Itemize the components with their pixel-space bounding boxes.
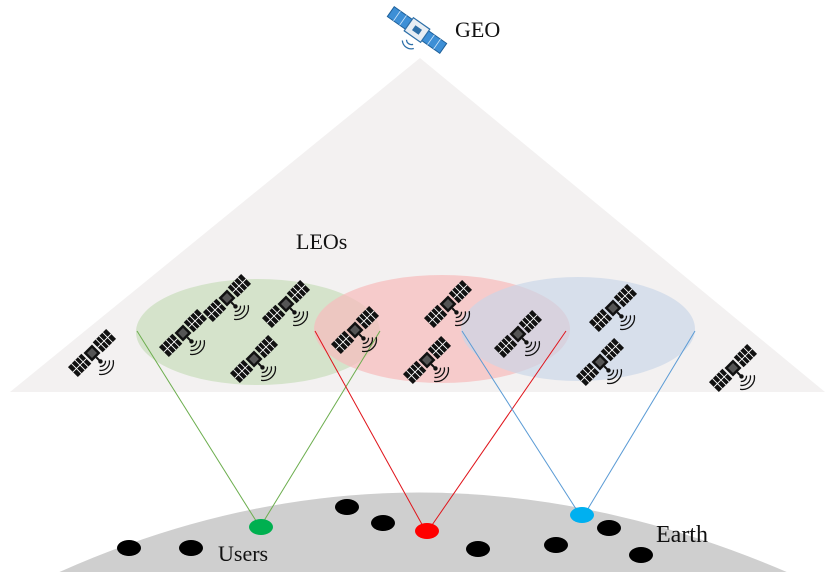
user-terminal-icon: [335, 499, 359, 515]
user-terminal-red: [415, 523, 439, 539]
user-terminal-blue: [570, 507, 594, 523]
leos-label: LEOs: [296, 229, 347, 254]
user-terminal-icon: [466, 541, 490, 557]
beam-red: [314, 330, 567, 529]
user-terminal-icon: [117, 540, 141, 556]
user-terminal-icon: [371, 515, 395, 531]
beam-green: [136, 330, 381, 525]
geo-satellite-icon: [378, 4, 449, 66]
user-terminal-icon: [597, 520, 621, 536]
leo-cluster-green: [136, 279, 380, 385]
leo-cluster-blue: [461, 277, 695, 381]
earth-label: Earth: [656, 522, 708, 548]
user-terminal-icon: [179, 540, 203, 556]
users-label: Users: [218, 541, 268, 566]
beam-blue: [461, 330, 696, 513]
user-terminal-green: [249, 519, 273, 535]
user-terminal-icon: [629, 547, 653, 563]
geo-label: GEO: [455, 17, 500, 42]
user-terminal-icon: [544, 537, 568, 553]
